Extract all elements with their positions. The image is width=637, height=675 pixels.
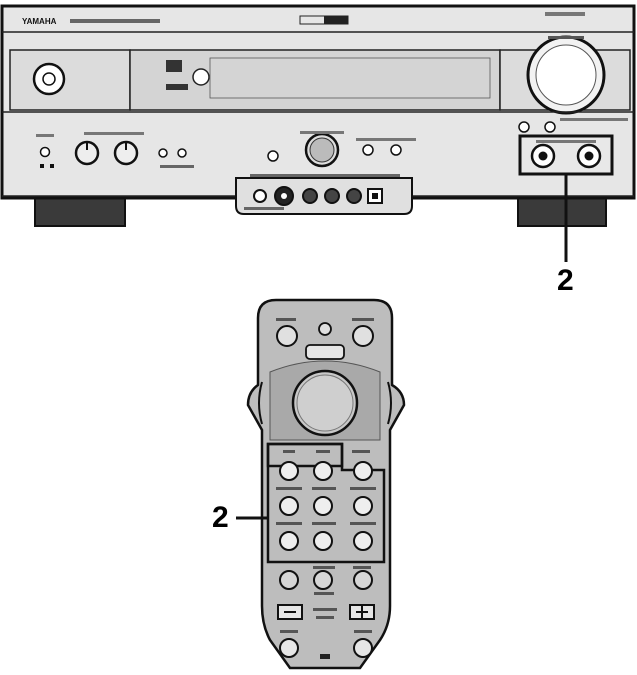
keypad-highlight-frame bbox=[266, 442, 386, 564]
keypad-button-5 bbox=[313, 496, 333, 516]
keypad-button-9 bbox=[353, 531, 373, 551]
remote-top-tab bbox=[305, 344, 345, 360]
remote-input-button bbox=[352, 325, 374, 347]
display-window bbox=[129, 49, 501, 111]
remote-step-callout: 2 bbox=[212, 501, 229, 534]
receiver-brand-logo: YAMAHA bbox=[22, 17, 57, 26]
av-receiver: YAMAHA bbox=[0, 4, 636, 227]
keypad-button-8 bbox=[313, 531, 333, 551]
keypad-button-1 bbox=[279, 461, 299, 481]
remote-standby-button bbox=[276, 325, 298, 347]
receiver-right-foot bbox=[517, 195, 607, 227]
power-section bbox=[9, 49, 131, 111]
keypad-button-4 bbox=[279, 496, 299, 516]
tone-knob-left bbox=[74, 140, 100, 166]
power-button bbox=[32, 62, 66, 96]
tone-knob-right bbox=[113, 140, 139, 166]
receiver-left-foot bbox=[34, 195, 126, 227]
keypad-button-3 bbox=[353, 461, 373, 481]
keypad-button-2 bbox=[313, 461, 333, 481]
keypad-button-7 bbox=[279, 531, 299, 551]
keypad-button-6 bbox=[353, 496, 373, 516]
receiver-step-callout: 2 bbox=[557, 264, 574, 297]
remote-keypad bbox=[276, 450, 376, 551]
remote-control bbox=[246, 298, 406, 670]
